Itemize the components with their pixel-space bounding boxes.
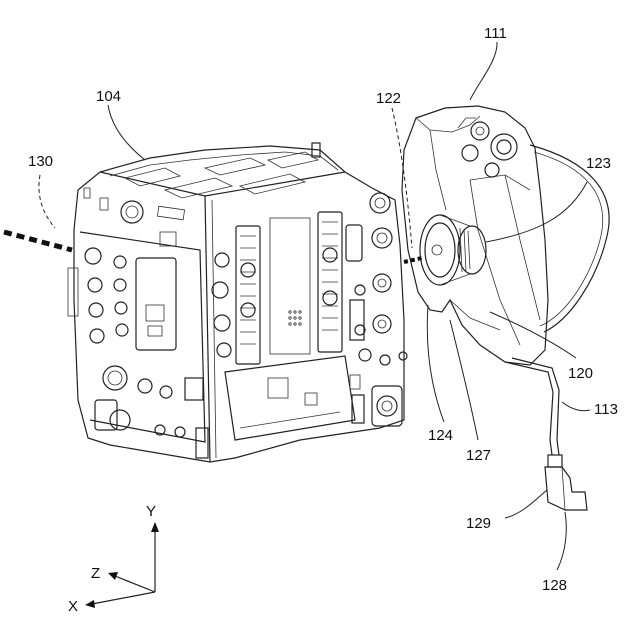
label-129: 129 bbox=[466, 515, 491, 532]
axis-z-label: Z bbox=[91, 565, 100, 582]
label-124: 124 bbox=[428, 427, 453, 444]
left-connector-panel bbox=[68, 248, 208, 458]
rear-rails bbox=[236, 212, 342, 364]
top-vents bbox=[125, 152, 318, 198]
label-127: 127 bbox=[466, 447, 491, 464]
label-128: 128 bbox=[542, 577, 567, 594]
axis-y-label: Y bbox=[146, 503, 156, 520]
grip-unit bbox=[402, 106, 609, 510]
insertion-direction-arrow bbox=[4, 232, 72, 250]
leader-lines bbox=[39, 42, 590, 570]
label-123: 123 bbox=[586, 155, 611, 172]
label-111: 111 bbox=[484, 25, 507, 42]
label-104: 104 bbox=[96, 88, 121, 105]
label-122: 122 bbox=[376, 90, 401, 107]
camera-body bbox=[68, 143, 407, 462]
axis-x-label: X bbox=[68, 598, 78, 615]
mount-direction-marker bbox=[404, 258, 422, 262]
label-130: 130 bbox=[28, 153, 53, 170]
rotating-dial bbox=[420, 215, 486, 285]
label-113: 113 bbox=[594, 401, 618, 418]
label-120: 120 bbox=[568, 365, 593, 382]
